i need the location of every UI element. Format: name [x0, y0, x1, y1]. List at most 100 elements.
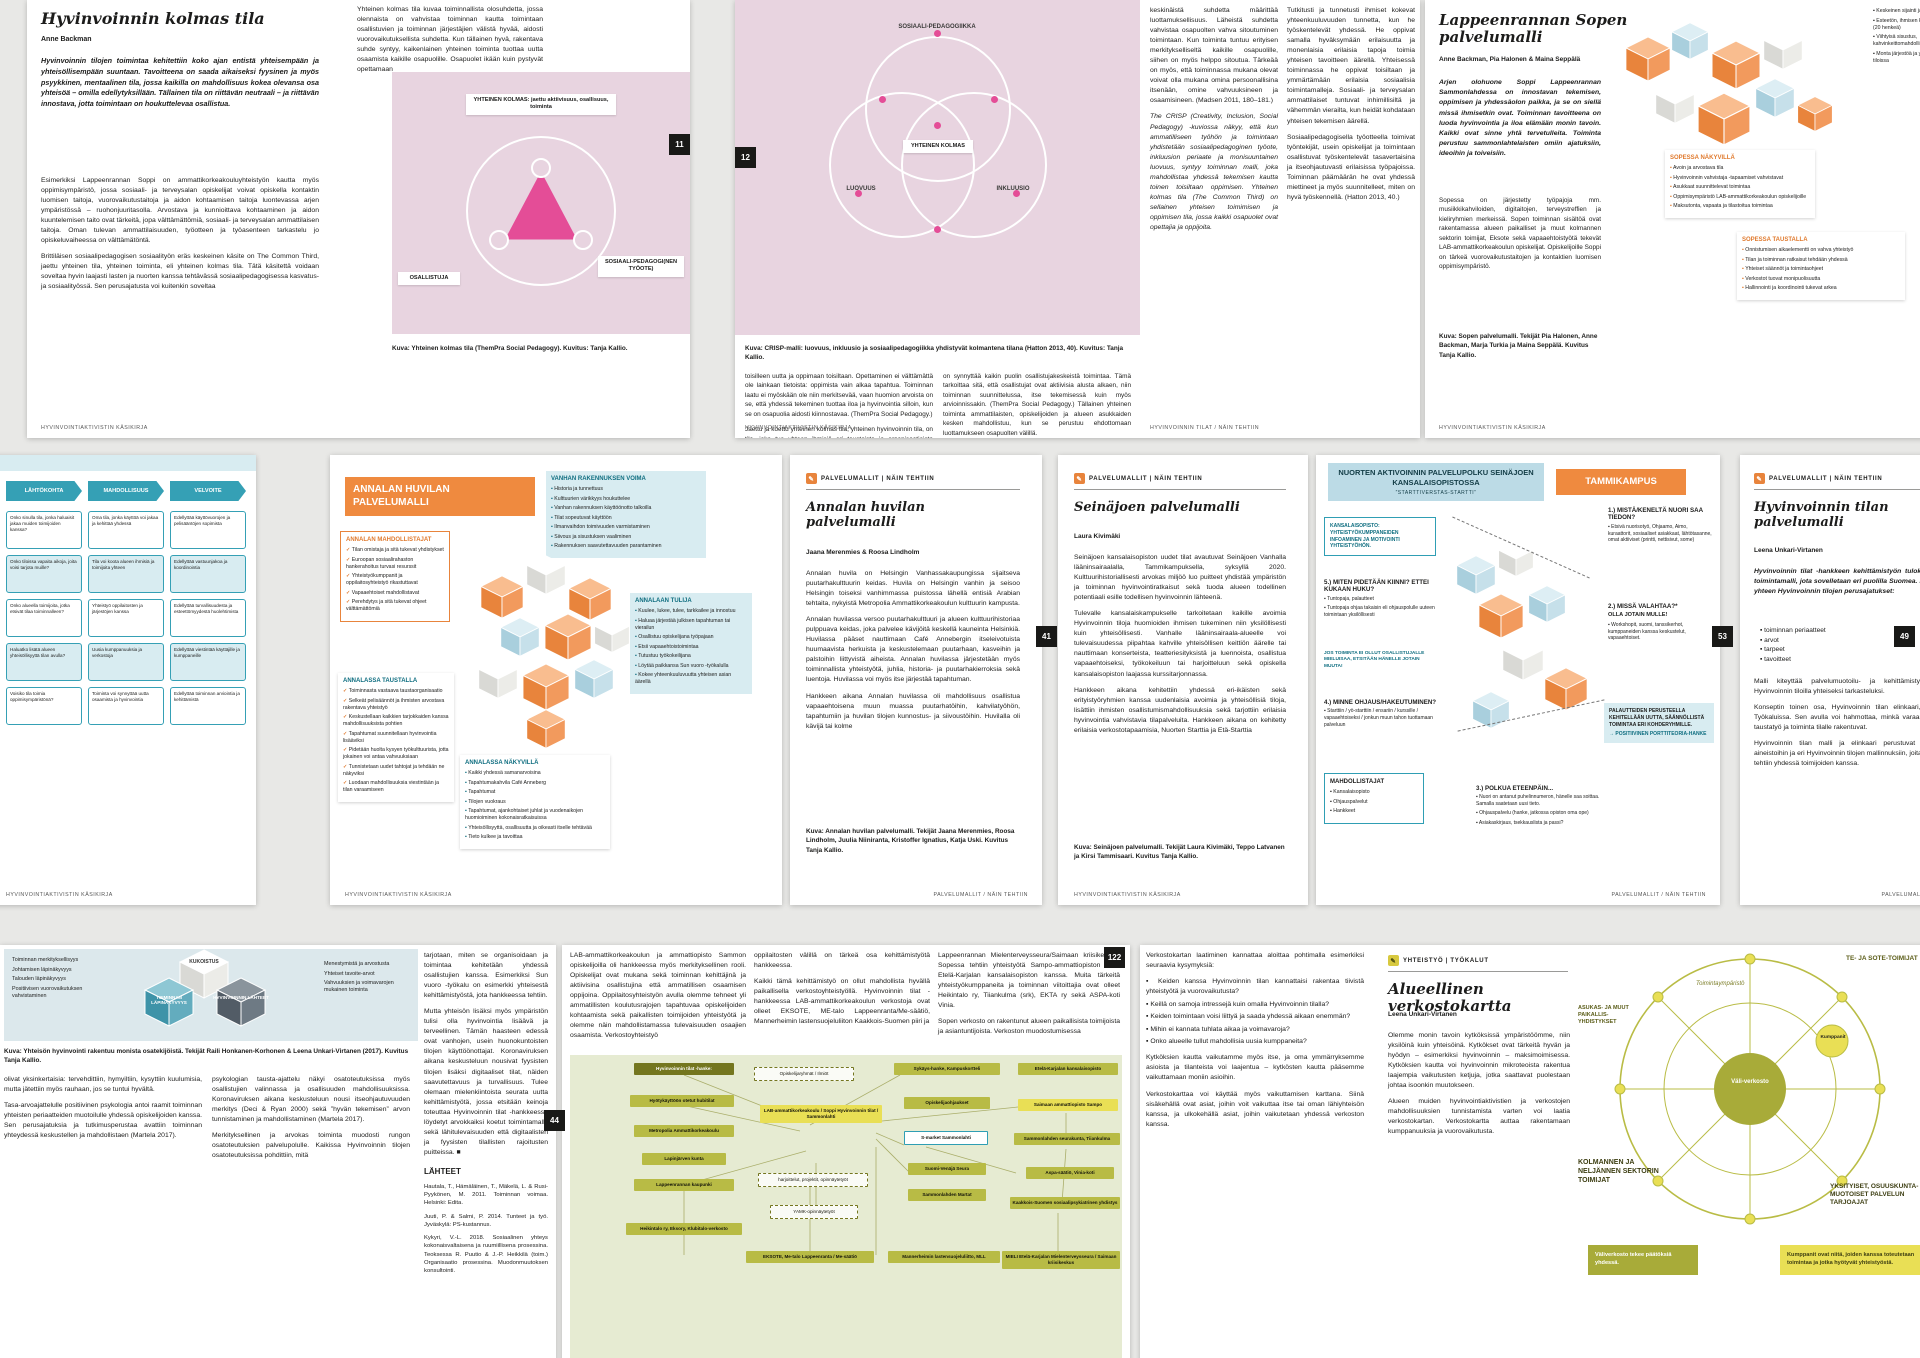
network-node: EKSOTE, Me-talo Lappeenranta / Me-säätiö — [746, 1251, 874, 1263]
bullet-item: Viihtyisä sisustus, kahvinkeittomahdolli… — [1873, 34, 1920, 48]
diagram-label: Yhteiset tavoite-arvot — [324, 970, 375, 977]
bullet-item: Tieto kulkee ja tavoittaa — [465, 834, 605, 841]
isometric-cube-icon — [1655, 84, 1695, 124]
kumppanit-box: Kumppanit ovat niitä, joiden kanssa tote… — [1780, 1245, 1920, 1275]
annalassa-taustalla-box: ANNALASSA TAUSTALLA Toiminnasta vastaava… — [338, 673, 454, 802]
bullet-item: tarpeet — [1760, 646, 1920, 653]
bullet-list: KansalaisopistoOhjauspalvelutHankkeet — [1330, 789, 1418, 815]
venn-label-left: LUOVUUS — [846, 186, 876, 192]
diagram-banner: ANNALAN HUVILAN PALVELUMALLI — [345, 477, 535, 516]
palaute-box: PALAUTTEIDEN PERUSTEELLA KEHITELLÄÄN UUT… — [1604, 703, 1714, 743]
question-box-1: 1.) MISTÄ/KENELTÄ NUORI SAA TIEDON? Etsi… — [1608, 507, 1712, 547]
page-seinajoki-diagram: NUORTEN AKTIVOINNIN PALVELUPOLKU SEINÄJO… — [1316, 455, 1720, 905]
figure-caption: Kuva: CRISP-malli: luovuus, inkluusio ja… — [745, 345, 1124, 362]
bullet-item: Tilat sopeutuvat käyttöön — [551, 515, 701, 522]
bullet-item: tavoitteet — [1760, 656, 1920, 663]
kicker-label: PALVELUMALLIT | NÄIN TEHTIIN — [1769, 475, 1883, 482]
bullet-item: Kuulee, lukee, tulee, tarkkailee ja inno… — [635, 608, 747, 615]
network-node: Aspa-säätiö, Vinia-koti — [1026, 1167, 1114, 1179]
paragraph: toisilleen uutta ja oppimaan toisiltaan.… — [745, 373, 933, 418]
page-flowchart: LÄHTÖKOHTA MAHDOLLISUUS VELVOITE Onko si… — [0, 455, 256, 905]
page-network-map: LAB-ammattikorkeakoulun ja ammattiopisto… — [562, 945, 1130, 1358]
question-subtitle: OLLA JOTAIN MULLE! — [1608, 612, 1668, 619]
question-title: 2.) MISSÄ VALAHTAA?* — [1608, 603, 1678, 610]
bullet-item: Tapahtumat — [465, 789, 605, 796]
isometric-cube-icon — [1711, 40, 1761, 90]
paragraph: Kytköksien kautta vaikutamme myös itse, … — [1146, 1054, 1364, 1082]
isometric-cube-icon — [522, 663, 570, 711]
pink-dot — [934, 226, 941, 233]
bullet-item: Oppimisympäristö LAB-ammattikorkeakoulun… — [1670, 194, 1810, 201]
bullet-item: Mihin ei kannata tuhlata aikaa ja voimav… — [1146, 1025, 1364, 1035]
paragraph: psykologian tausta-ajattelu näkyi osatot… — [212, 1076, 410, 1124]
venn-circle — [901, 92, 1047, 238]
box-title: ANNALAAN TULIJA — [635, 598, 692, 604]
diagram-corner-label: YKSITYISET, OSUUSKUNTA-MUOTOISET PALVELU… — [1830, 1183, 1919, 1207]
paragraph: Mutta yhteisön lisäksi myös ympäristön t… — [424, 1008, 548, 1156]
page-seinajoki-text: ✎ PALVELUMALLIT | NÄIN TEHTIIN Seinäjoen… — [1058, 455, 1308, 905]
bullet-item: Osallistuu opiskelijana työpajaan — [635, 634, 747, 641]
bullet-item: Tilojen vuokraus — [465, 799, 605, 806]
reference-item: Juuti, P. & Salmi, P. 2014. Tunteet ja t… — [424, 1213, 548, 1228]
banner-title: NUORTEN AKTIVOINNIN PALVELUPOLKU SEINÄJO… — [1338, 468, 1534, 487]
network-node: YAMK-opinnäytetyöt — [770, 1205, 858, 1219]
divider — [806, 489, 1020, 490]
isometric-cube-icon — [574, 659, 614, 699]
triangle-vertex-circle — [573, 230, 593, 250]
isometric-cube-icon — [594, 617, 630, 653]
network-node: Lappeenrannan kaupunki — [634, 1179, 734, 1191]
bullet-list: Onnistumisen aikaelementti on vahva yhte… — [1742, 247, 1900, 292]
authors: Jaana Merenmies & Roosa Lindholm — [806, 549, 920, 556]
flow-box: Edellyttää vastuunjakoa ja koordinointia — [170, 555, 246, 593]
network-node: Sammonlahden seurakunta, Tiiankulma — [1014, 1133, 1120, 1145]
bullet-item: Tutustuu työkokeilijana — [635, 653, 747, 660]
bullet-item: Kansalaisopisto — [1330, 789, 1418, 796]
pink-dot — [991, 96, 998, 103]
body-column: tarjotaan, miten se organisoidaan ja toi… — [424, 951, 548, 1280]
kicker-label: YHTEISTYÖ | TYÖKALUT — [1403, 957, 1489, 964]
box-title: MAHDOLLISTAJAT — [1330, 779, 1385, 785]
bullet-item: Workshopit, suomi, tanssikerhot, kumppan… — [1608, 622, 1712, 642]
isometric-cube-icon — [1755, 78, 1795, 118]
article-title: Annalan huvilan palvelumalli — [806, 500, 925, 530]
check-item: Yhteistyökumppanit ja oppilaitosyhteisty… — [346, 573, 444, 587]
diagram-label-center: YHTEINEN KOLMAS: jaettu aktiivisuus, osa… — [466, 94, 616, 115]
paragraph: Sopen verkosto on rakentunut alueen paik… — [938, 1018, 1120, 1036]
body-column: Olemme monin tavoin kytköksissä ympärist… — [1388, 1031, 1570, 1143]
article-title: Alueellinen verkostokartta — [1388, 980, 1512, 1015]
footer: PALVELUMALLIT / NÄIN TEHTIIN — [1881, 892, 1920, 898]
page-number-tab: 53 — [1712, 626, 1733, 647]
diagram-circle — [466, 136, 616, 286]
network-node: Lapinjärven kunta — [642, 1153, 726, 1165]
flow-column: Onko sinulla tila, jonka haluaisit jakaa… — [6, 511, 82, 731]
network-node: Opiskelijaryhmät / Ilmiöt — [754, 1067, 854, 1081]
isometric-cube-icon — [144, 977, 194, 1027]
flow-box: Edellyttää turvallisuudesta ja esteettöm… — [170, 599, 246, 637]
network-node: Opiskelijaohjaukset — [904, 1097, 990, 1109]
lead-paragraph: Arjen olohuone Soppi Lappeenrannan Sammo… — [1439, 79, 1601, 158]
bullet-item: Vanhan rakennuksen käyttöönotto talkoill… — [551, 505, 701, 512]
isometric-cube-icon — [526, 709, 566, 749]
network-node: harjoittelut, projektit, opinnäytetyöt — [758, 1173, 868, 1187]
palvelumallit-icon: ✎ — [1754, 473, 1765, 484]
paragraph: Sopessa on järjestetty työpajoja mm. mus… — [1439, 197, 1601, 271]
bullet-list: Avoin ja arvostava tilaHyvinvoinnin vahv… — [1670, 165, 1810, 210]
author: Anne Backman — [41, 36, 92, 43]
pink-dot — [934, 122, 941, 129]
bullet-item: arvot — [1760, 637, 1920, 644]
check-item: Toiminnasta vastaava taustaorganisaatio — [343, 688, 449, 695]
network-radial-diagram — [1614, 953, 1886, 1225]
bullet-list: Keiden kanssa Hyvinvoinnin tilan kannatt… — [1146, 977, 1364, 1047]
question-title: 5.) MITEN PIDETÄÄN KIINNI? ETTEI KUKAAN … — [1324, 579, 1429, 594]
paragraph: Hyvinvoinnin tilan malli ja elinkaari pe… — [1754, 740, 1920, 768]
tammikampus-banner: TAMMIKAMPUS — [1556, 469, 1686, 495]
network-node: Kaakkois-Suomen sosiaalipsykiatrinen yhd… — [1010, 1197, 1120, 1209]
network-node: MIELI Etelä-Karjalan Mielenterveysseura … — [1002, 1251, 1120, 1269]
bullet-item: Hyvinvoinnin vahvistaja -tapaamiset vahv… — [1670, 175, 1810, 182]
cube-label: TOIMINNAN LÄPINÄKYVYYS — [151, 995, 187, 1005]
isometric-cube-icon — [1625, 36, 1671, 82]
palvelumallit-icon: ✎ — [806, 473, 817, 484]
column-header: VELVOITE — [170, 481, 246, 501]
lead-paragraph: Hyvinvoinnin tilojen toimintaa kehitetti… — [41, 56, 319, 109]
